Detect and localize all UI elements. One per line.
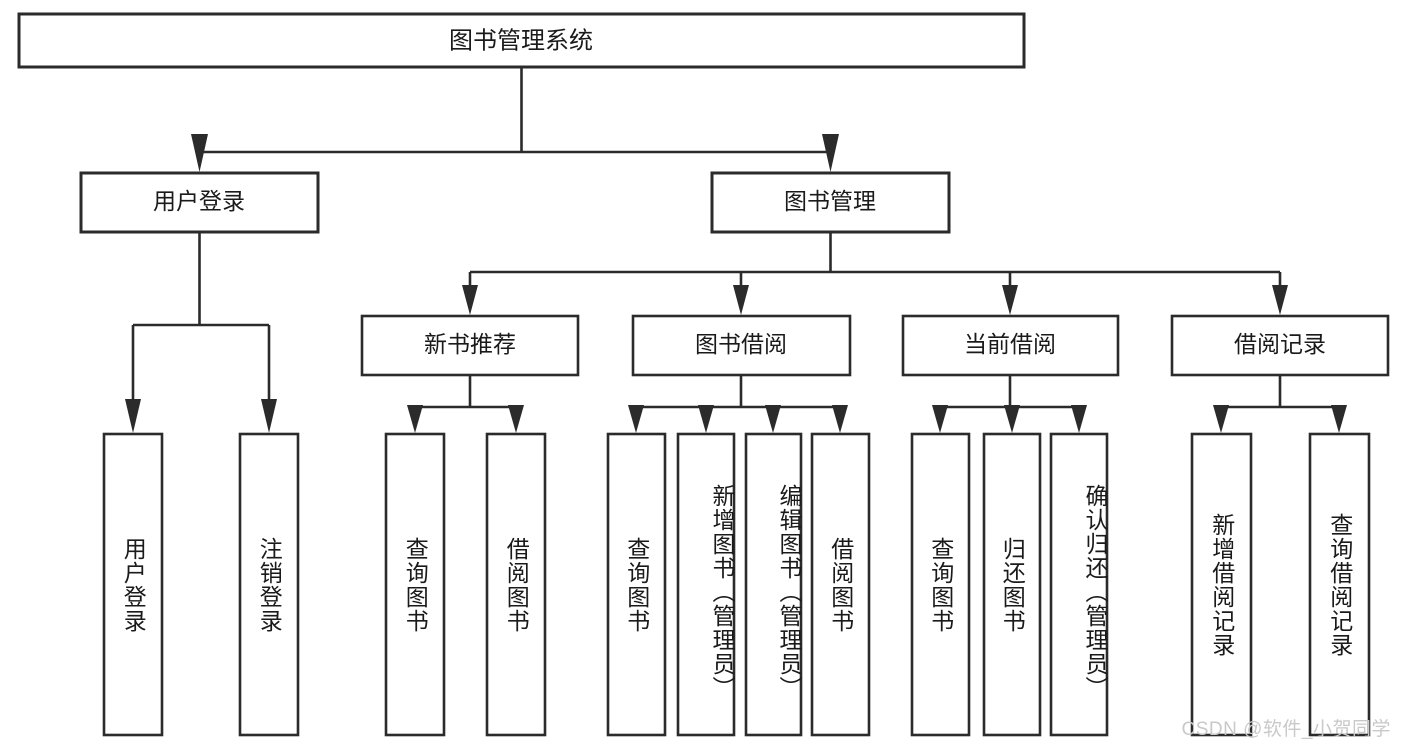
node-current-borrow-label: 当前借阅 xyxy=(964,331,1056,357)
arrow-to-leaf-user-login xyxy=(125,399,141,433)
arrow-to-user-login xyxy=(191,134,208,172)
arrow-to-leaf-add-book xyxy=(698,405,714,433)
node-borrow-record-box[interactable] xyxy=(1170,314,1390,377)
node-book-manage[interactable]: 图书管理 xyxy=(710,171,951,234)
node-borrow-record[interactable]: 借阅记录 xyxy=(1170,314,1390,377)
arrow-to-leaf-query-book-1 xyxy=(407,405,423,433)
arrow-to-leaf-edit-book xyxy=(765,405,781,433)
connectors-bookmanage-to-level3 xyxy=(462,232,1288,315)
arrow-to-leaf-add-record xyxy=(1213,405,1229,433)
leaf-box-add-book[interactable] xyxy=(676,432,736,737)
node-root[interactable]: 图书管理系统 xyxy=(17,12,1026,69)
leaf-box-return-book[interactable] xyxy=(982,432,1042,737)
leaf-box-borrow-book-2[interactable] xyxy=(810,432,871,737)
leaf-box-query-record[interactable] xyxy=(1308,432,1371,737)
node-user-login-box[interactable] xyxy=(79,171,320,234)
leaf-box-logout[interactable] xyxy=(238,432,300,737)
node-root-label: 图书管理系统 xyxy=(449,27,593,54)
node-book-borrow[interactable]: 图书借阅 xyxy=(631,314,852,377)
node-book-borrow-label: 图书借阅 xyxy=(695,331,787,357)
arrow-to-leaf-logout xyxy=(261,399,277,433)
leaf-box-edit-book[interactable] xyxy=(744,432,803,737)
node-book-manage-box[interactable] xyxy=(710,171,951,234)
arrow-to-leaf-query-record xyxy=(1331,405,1347,433)
arrow-to-leaf-borrow-book-2 xyxy=(832,405,848,433)
arrow-to-book-manage xyxy=(822,134,839,172)
node-borrow-record-label: 借阅记录 xyxy=(1234,331,1326,357)
node-user-login[interactable]: 用户登录 xyxy=(79,171,320,234)
node-root-box[interactable] xyxy=(17,12,1026,69)
leaf-boxes xyxy=(102,432,1371,737)
connectors-borrowrecord-to-leaves xyxy=(1213,375,1347,433)
leaf-box-borrow-book-1[interactable] xyxy=(485,432,547,737)
node-book-borrow-box[interactable] xyxy=(631,314,852,377)
connectors-bookborrow-to-leaves xyxy=(628,375,848,433)
arrow-to-borrow-record xyxy=(1272,285,1288,315)
node-new-book-recommend-label: 新书推荐 xyxy=(424,331,516,357)
connectors-newbook-to-leaves xyxy=(407,375,524,433)
leaf-box-query-book-1[interactable] xyxy=(384,432,446,737)
arrow-to-current-borrow xyxy=(1002,285,1018,315)
arrow-to-new-book-rec xyxy=(462,285,478,315)
connectors-userlogin-to-leaves xyxy=(125,232,277,433)
csdn-watermark: CSDN @软件_小贺同学 xyxy=(1181,719,1391,740)
arrow-to-leaf-query-book-2 xyxy=(628,405,644,433)
connectors-root-to-level2 xyxy=(191,67,839,172)
leaf-box-add-record[interactable] xyxy=(1190,432,1253,737)
node-user-login-label: 用户登录 xyxy=(153,188,245,214)
node-new-book-recommend-box[interactable] xyxy=(360,314,580,377)
leaf-box-query-book-2[interactable] xyxy=(606,432,667,737)
arrow-to-leaf-query-book-3 xyxy=(932,405,948,433)
arrow-to-leaf-confirm-return xyxy=(1071,405,1087,433)
node-new-book-recommend[interactable]: 新书推荐 xyxy=(360,314,580,377)
arrow-to-book-borrow xyxy=(733,285,749,315)
leaf-box-confirm-return[interactable] xyxy=(1049,432,1109,737)
leaf-box-query-book-3[interactable] xyxy=(910,432,971,737)
node-current-borrow-box[interactable] xyxy=(901,314,1120,377)
connectors-currentborrow-to-leaves xyxy=(932,375,1087,433)
node-book-manage-label: 图书管理 xyxy=(784,188,876,214)
arrow-to-leaf-borrow-book-1 xyxy=(508,405,524,433)
leaf-box-user-login[interactable] xyxy=(102,432,164,737)
node-current-borrow[interactable]: 当前借阅 xyxy=(901,314,1120,377)
arrow-to-leaf-return-book xyxy=(1004,405,1020,433)
